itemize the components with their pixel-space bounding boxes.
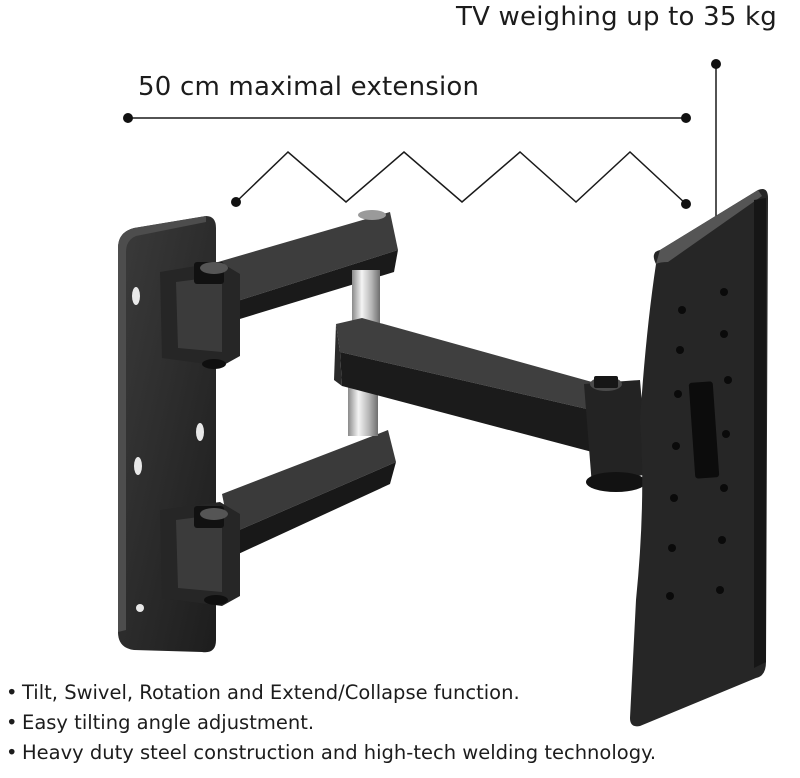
feature-list: •Tilt, Swivel, Rotation and Extend/Colla… xyxy=(6,678,656,768)
feature-item: •Tilt, Swivel, Rotation and Extend/Colla… xyxy=(6,678,656,708)
extension-zigzag-indicator xyxy=(231,150,691,209)
bullet-icon: • xyxy=(6,711,18,734)
feature-item: •Easy tilting angle adjustment. xyxy=(6,708,656,738)
bullet-icon: • xyxy=(6,741,18,764)
max-extension-label: 50 cm maximal extension xyxy=(138,72,480,102)
vesa-plate xyxy=(630,189,768,727)
bullet-icon: • xyxy=(6,681,18,704)
extension-dimension-line xyxy=(123,113,691,123)
weight-dimension-line xyxy=(711,59,721,231)
feature-item: •Heavy duty steel construction and high-… xyxy=(6,738,656,768)
front-arm xyxy=(334,318,630,462)
feature-text: Heavy duty steel construction and high-t… xyxy=(22,741,657,764)
lower-hinge-bracket xyxy=(160,502,240,606)
upper-hinge-bracket xyxy=(160,262,240,369)
max-weight-label: TV weighing up to 35 kg xyxy=(456,2,777,32)
feature-text: Tilt, Swivel, Rotation and Extend/Collap… xyxy=(22,681,520,704)
upper-arm xyxy=(218,210,398,322)
head-swivel-joint xyxy=(584,376,648,492)
lower-arm xyxy=(222,430,396,556)
feature-text: Easy tilting angle adjustment. xyxy=(22,711,315,734)
